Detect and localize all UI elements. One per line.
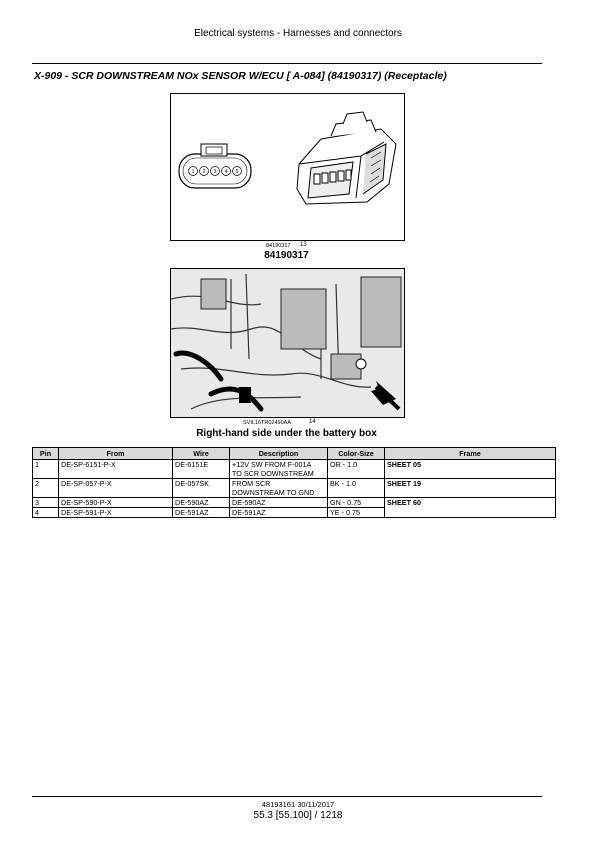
table-header-row: Pin From Wire Description Color-Size Fra…: [32, 447, 556, 460]
table-row: 1 DE-SP-6151-P-X DE-6151E +12V SW FROM F…: [32, 459, 556, 479]
cell-color-size: BK - 1.0: [327, 478, 385, 498]
cell-wire: DE-590AZ: [172, 497, 230, 508]
header-description: Description: [229, 447, 328, 460]
location-photo-drawing: [171, 269, 404, 417]
cell-pin: 2: [32, 478, 59, 498]
pin-label-3: 3: [214, 169, 217, 175]
header-pin: Pin: [32, 447, 59, 460]
table-row: 3 DE-SP-590-P-X DE-590AZ DE-590AZ GN - 0…: [32, 497, 556, 518]
figure1-caption: 84190317: [264, 250, 309, 261]
header-wire: Wire: [172, 447, 230, 460]
cell-frame: SHEET 19: [384, 478, 556, 498]
cell-from: DE-SP-6151-P-X: [58, 459, 173, 479]
pin-label-5: 5: [236, 169, 239, 175]
description-line: +12V SW FROM F-001A: [232, 460, 312, 469]
cell-wire: DE-591AZ: [172, 507, 230, 518]
cell-color-size: GN - 0.75: [327, 497, 385, 508]
connector-title: X-909 - SCR DOWNSTREAM NOx SENSOR W/ECU …: [34, 70, 447, 82]
cell-frame: SHEET 60: [384, 497, 556, 518]
header-from: From: [58, 447, 173, 460]
header-rule: [32, 63, 542, 64]
connector-drawing: 1 2 3 4 5: [178, 111, 397, 205]
location-photo: [170, 268, 405, 418]
description-line: DOWNSTREAM TO GND: [232, 488, 315, 497]
cell-from: DE-SP-591-P-X: [58, 507, 173, 518]
pin-label-1: 1: [192, 169, 195, 175]
wiring-table: Pin From Wire Description Color-Size Fra…: [32, 447, 556, 518]
cell-from: DE-SP-590-P-X: [58, 497, 173, 508]
pin-label-2: 2: [203, 169, 206, 175]
description-line: TO SCR DOWNSTREAM: [232, 469, 314, 478]
figure2-caption: Right-hand side under the battery box: [196, 428, 377, 439]
cell-wire: DE-057SK: [172, 478, 230, 498]
cell-from: DE-SP-057-P-X: [58, 478, 173, 498]
cell-pin: 1: [32, 459, 59, 479]
page-header-title: Electrical systems - Harnesses and conne…: [194, 28, 402, 39]
cell-wire: DE-6151E: [172, 459, 230, 479]
footer-page-number: 55.3 [55.100] / 1218: [253, 810, 343, 821]
cell-pin: 3: [32, 497, 59, 508]
cell-color-size: OR - 1.0: [327, 459, 385, 479]
table-row: 4 DE-SP-591-P-X DE-591AZ DE-591AZ YE - 0…: [32, 507, 556, 518]
footer-rule: [32, 796, 542, 797]
cell-description: DE-590AZ: [229, 497, 328, 508]
figure1-ref-code: 84190317: [266, 243, 291, 249]
cell-color-size: YE - 0.75: [327, 507, 385, 518]
cell-frame: SHEET 05: [384, 459, 556, 479]
figure2-ref-num: 14: [309, 419, 316, 425]
pin-label-4: 4: [225, 169, 228, 175]
connector-figure: 1 2 3 4 5: [170, 93, 405, 241]
figure1-ref-num: 13: [300, 242, 307, 248]
header-frame: Frame: [384, 447, 556, 460]
description-line: FROM SCR: [232, 479, 271, 488]
cell-pin: 4: [32, 507, 59, 518]
figure2-ref-code: SVIL16TR02490AA: [243, 420, 292, 426]
footer-doc-ref: 48193161 30/11/2017: [261, 800, 335, 809]
cell-description: DE-591AZ: [229, 507, 328, 518]
header-color-size: Color-Size: [327, 447, 385, 460]
